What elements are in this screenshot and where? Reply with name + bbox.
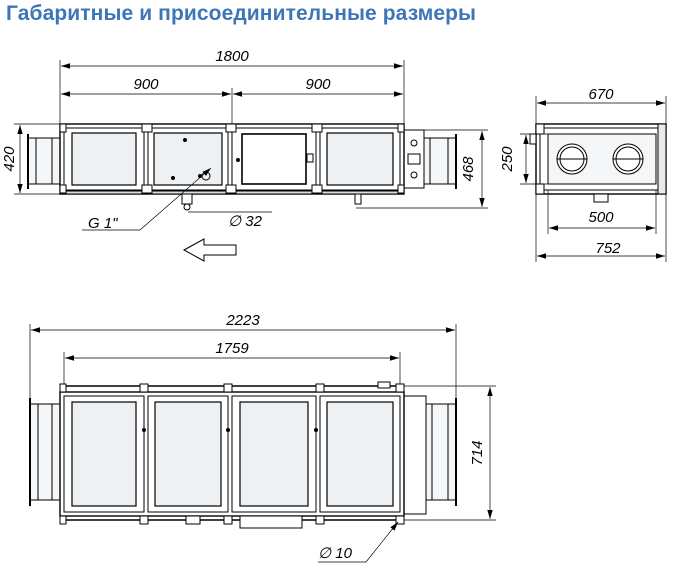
dim-height-with-feet: 468 [460,156,477,182]
dim-side-spacing: 500 [588,209,614,226]
dim-section-right: 900 [305,76,331,93]
dim-total-width: 1800 [215,48,249,65]
dim-overall-length: 2223 [225,312,260,329]
side-view-dimensions [520,96,667,262]
dim-side-total: 752 [595,240,621,257]
front-view [29,381,457,529]
dim-side-height: 714 [469,440,486,465]
dim-section-left: 900 [133,76,159,93]
dim-mount-length: 1759 [215,340,249,357]
label-thread: G 1" [88,215,118,232]
dim-side-duct: 250 [499,146,516,173]
dim-side-width: 670 [588,86,614,103]
top-view [27,123,457,211]
top-view-dimensions [14,60,488,231]
label-mount-hole: ∅ 10 [318,545,353,562]
side-view [529,123,667,203]
dim-height: 420 [1,146,18,172]
page-title: Габаритные и присоединительные размеры [6,2,477,25]
front-view-dimensions [29,324,496,563]
airflow-arrow-icon [182,238,237,262]
label-drain: ∅ 32 [228,213,263,230]
